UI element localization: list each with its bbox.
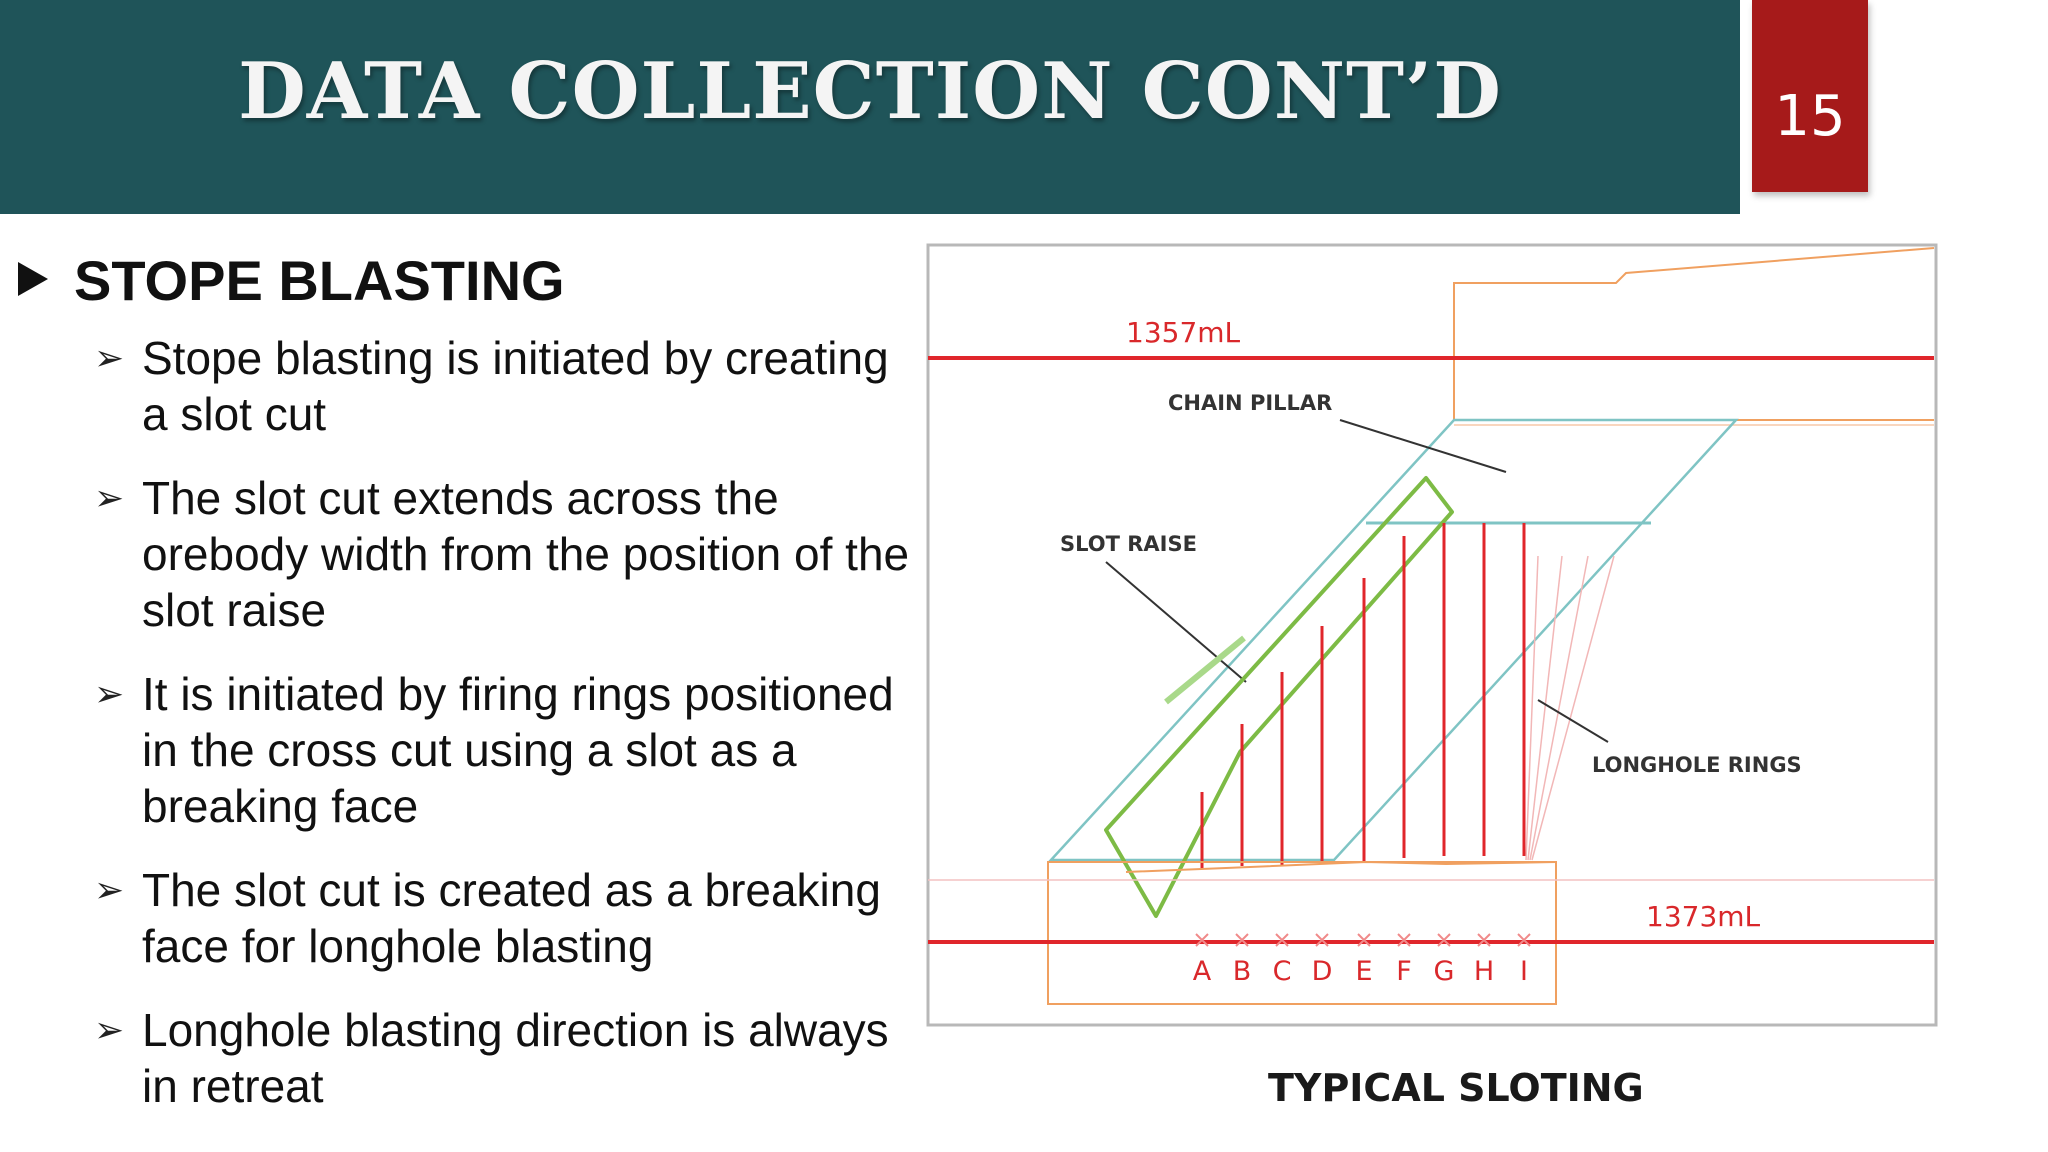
arrow-bullet-icon: ➢ bbox=[94, 1009, 125, 1050]
bullet-text: Longhole blasting direction is always in… bbox=[142, 1004, 889, 1112]
slot-raise-label: SLOT RAISE bbox=[1060, 532, 1197, 556]
slide-title: DATA COLLECTION CONT’D bbox=[238, 46, 1502, 137]
heading-text: STOPE BLASTING bbox=[74, 249, 565, 312]
bullet-text: The slot cut extends across the orebody … bbox=[142, 472, 910, 636]
ring-letter: G bbox=[1434, 956, 1455, 987]
section-heading: STOPE BLASTING bbox=[18, 248, 565, 313]
ring-letters: A B C D E F G H I bbox=[1193, 956, 1528, 987]
bullet-list: ➢ Stope blasting is initiated by creating… bbox=[92, 330, 922, 1142]
triangle-bullet-icon bbox=[18, 262, 48, 296]
bullet-item: ➢ The slot cut is created as a breaking f… bbox=[92, 862, 922, 974]
bullet-item: ➢ It is initiated by firing rings positio… bbox=[92, 666, 922, 834]
lower-drive-outline bbox=[1047, 861, 1557, 1005]
arrow-bullet-icon: ➢ bbox=[94, 869, 125, 910]
page-number: 15 bbox=[1774, 84, 1846, 149]
longhole-rings-leader bbox=[1537, 699, 1609, 743]
arrow-bullet-icon: ➢ bbox=[94, 673, 125, 714]
slot-raise-highlight bbox=[1164, 635, 1246, 705]
future-ring bbox=[1529, 555, 1589, 861]
upper-level-label: 1357mL bbox=[1126, 316, 1241, 349]
upper-drive-outline bbox=[1453, 247, 1935, 420]
bullet-text: The slot cut is created as a breaking fa… bbox=[142, 864, 881, 972]
future-ring bbox=[1525, 555, 1539, 861]
longhole-rings bbox=[1200, 523, 1526, 868]
chain-pillar-leader bbox=[1339, 419, 1507, 473]
collar-marker bbox=[1477, 933, 1491, 947]
arrow-bullet-icon: ➢ bbox=[94, 477, 125, 518]
lower-drive-brow bbox=[1125, 860, 1557, 873]
arrow-bullet-icon: ➢ bbox=[94, 337, 125, 378]
bullet-item: ➢ Stope blasting is initiated by creating… bbox=[92, 330, 922, 442]
slot-diagram: 1357mL CHAIN PILLAR SLOT RAISE LONGHOLE … bbox=[926, 243, 1938, 1027]
collar-marker bbox=[1315, 933, 1329, 947]
collar-markers bbox=[1195, 933, 1531, 947]
title-bar: DATA COLLECTION CONT’D bbox=[0, 0, 1740, 214]
collar-marker bbox=[1437, 933, 1451, 947]
collar-marker bbox=[1517, 933, 1531, 947]
collar-marker bbox=[1397, 933, 1411, 947]
longhole-rings-label: LONGHOLE RINGS bbox=[1592, 753, 1802, 777]
diagram-frame bbox=[926, 243, 1938, 1027]
collar-marker bbox=[1235, 933, 1249, 947]
bullet-text: It is initiated by firing rings position… bbox=[142, 668, 894, 832]
collar-marker bbox=[1357, 933, 1371, 947]
ring-letter: H bbox=[1474, 956, 1494, 987]
collar-marker bbox=[1275, 933, 1289, 947]
slot-raise-leader bbox=[1105, 561, 1247, 683]
ring-letter: D bbox=[1312, 956, 1333, 987]
diagram-caption: TYPICAL SLOTING bbox=[1268, 1066, 1644, 1110]
orebody-outline bbox=[1048, 418, 1739, 862]
ring-letter: A bbox=[1193, 956, 1212, 987]
bullet-item: ➢ The slot cut extends across the orebody… bbox=[92, 470, 922, 638]
ring-letter: E bbox=[1355, 956, 1372, 987]
collar-marker bbox=[1195, 933, 1209, 947]
future-ring bbox=[1531, 555, 1615, 861]
lower-level-label: 1373mL bbox=[1646, 900, 1761, 933]
bullet-item: ➢ Longhole blasting direction is always i… bbox=[92, 1002, 922, 1114]
future-rings bbox=[1525, 555, 1615, 861]
ring-letter: F bbox=[1396, 956, 1412, 987]
future-ring bbox=[1527, 555, 1563, 861]
ring-letter: I bbox=[1520, 956, 1528, 987]
slot-raise-shape bbox=[1104, 476, 1454, 918]
ring-letter: C bbox=[1273, 956, 1292, 987]
page-number-badge: 15 bbox=[1752, 0, 1868, 192]
bullet-text: Stope blasting is initiated by creating … bbox=[142, 332, 889, 440]
ring-letter: B bbox=[1233, 956, 1252, 987]
chain-pillar-label: CHAIN PILLAR bbox=[1168, 391, 1332, 415]
